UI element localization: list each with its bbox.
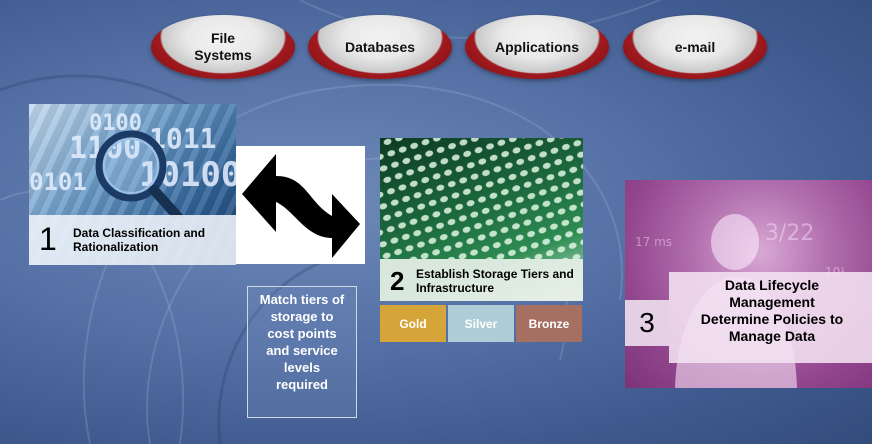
step-3-panel: 3/22 10¹ 17 ms 3 Data Lifecycle Manageme… (625, 180, 872, 388)
step-1-label: Data Classification and Rationalization (73, 226, 206, 254)
step-2-caption-bg (380, 259, 583, 301)
chalk-text: 3/22 (765, 221, 814, 246)
tier-note: Match tiers of storage to cost points an… (247, 286, 357, 418)
tier-label: Gold (399, 316, 427, 331)
source-file-systems: File Systems (151, 15, 295, 79)
tier-label: Silver (464, 316, 498, 331)
tier-silver: Silver (448, 305, 514, 342)
digit-row: 0101 (29, 168, 87, 196)
step-2-label: Establish Storage Tiers and Infrastructu… (416, 267, 574, 295)
green-dots-image (380, 138, 583, 259)
double-arrow-box (236, 146, 365, 264)
chalk-text: 17 ms (635, 235, 672, 249)
step-1-caption-bg (29, 215, 236, 265)
source-applications: Applications (465, 15, 609, 79)
step-2-panel: 2 Establish Storage Tiers and Infrastruc… (380, 138, 583, 301)
source-label: Databases (344, 38, 416, 55)
source-label: e-mail (674, 38, 716, 55)
tier-bronze: Bronze (516, 305, 582, 342)
binary-digits-image: 0100 1100 10100 0101 1011 (29, 111, 236, 218)
tier-label: Bronze (528, 316, 570, 331)
step-1-number: 1 (39, 221, 57, 257)
source-label: File Systems (194, 30, 252, 63)
double-arrow-icon (242, 154, 360, 258)
step-3-caption-bg (669, 272, 872, 363)
step-3-label: Data Lifecycle Management Determine Poli… (700, 277, 844, 344)
source-email: e-mail (623, 15, 767, 79)
source-databases: Databases (308, 15, 452, 79)
tier-gold: Gold (380, 305, 446, 342)
step-2-number: 2 (390, 266, 405, 296)
step-1-panel: 0100 1100 10100 0101 1011 1 Data Classif… (29, 104, 236, 265)
step-3-number: 3 (625, 300, 669, 346)
source-label: Applications (494, 38, 579, 55)
